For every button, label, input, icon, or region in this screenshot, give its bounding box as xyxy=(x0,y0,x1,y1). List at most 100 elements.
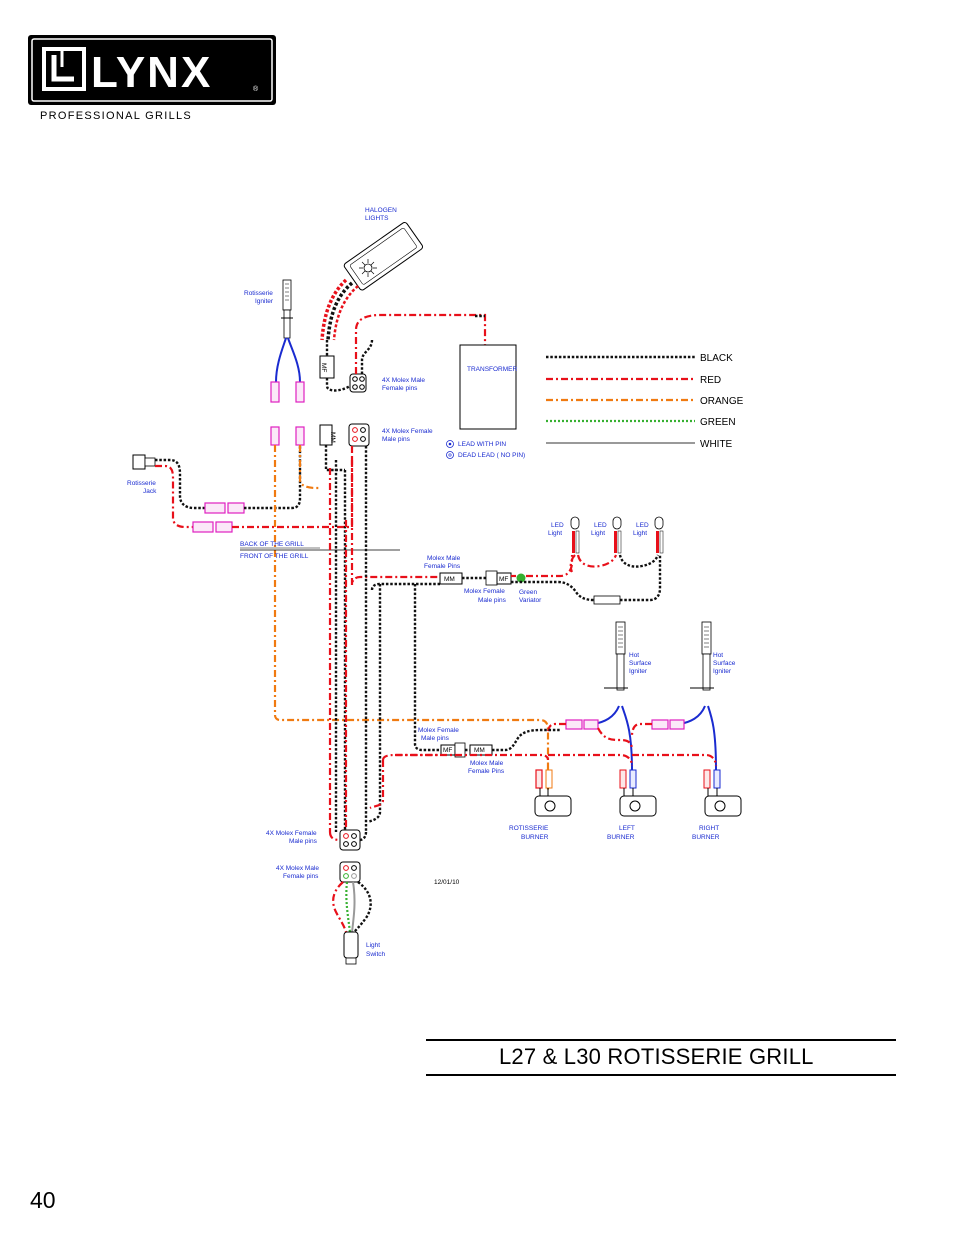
transformer: TRANSFORMER xyxy=(459,344,518,430)
brand-tagline: PROFESSIONAL GRILLS xyxy=(40,110,192,122)
svg-text:4X Molex Female: 4X Molex Female xyxy=(382,428,433,435)
led-light-2: LED Light xyxy=(591,516,622,554)
svg-text:Rotisserie: Rotisserie xyxy=(244,290,273,297)
svg-text:LYNX: LYNX xyxy=(91,48,212,97)
svg-text:Molex Female: Molex Female xyxy=(464,588,505,595)
svg-text:Molex Female: Molex Female xyxy=(418,727,459,734)
svg-text:MF: MF xyxy=(320,363,327,372)
svg-text:Light: Light xyxy=(591,530,605,537)
svg-text:Male pins: Male pins xyxy=(289,838,318,845)
halogen-light: HALOGEN LIGHTS xyxy=(343,207,424,291)
molex-male-female-mid: MM Molex Male Female Pins xyxy=(424,555,463,585)
svg-text:Light: Light xyxy=(548,530,562,537)
rotisserie-jack: Rotisserie Jack xyxy=(127,454,157,495)
svg-text:HALOGEN: HALOGEN xyxy=(365,207,397,214)
svg-text:Molex Male: Molex Male xyxy=(470,760,504,767)
svg-text:Surface: Surface xyxy=(713,660,736,667)
pink-terminal xyxy=(270,426,280,446)
rotisserie-igniter: Rotisserie Igniter xyxy=(244,279,293,339)
molex-female-male-mid: MF Molex Female Male pins xyxy=(464,570,512,604)
svg-text:LEAD WITH PIN: LEAD WITH PIN xyxy=(458,441,506,448)
svg-text:MM: MM xyxy=(444,576,455,583)
svg-text:TRANSFORMER: TRANSFORMER xyxy=(467,366,518,373)
pink-terminal xyxy=(295,426,305,446)
svg-text:Male pins: Male pins xyxy=(382,436,411,443)
svg-text:Jack: Jack xyxy=(143,488,157,495)
svg-text:BURNER: BURNER xyxy=(692,834,720,841)
svg-text:Switch: Switch xyxy=(366,951,386,958)
svg-text:Light: Light xyxy=(633,530,647,537)
svg-text:Hot: Hot xyxy=(629,652,639,659)
svg-text:MF: MF xyxy=(443,747,452,754)
svg-text:MF: MF xyxy=(499,576,508,583)
svg-text:MM: MM xyxy=(329,432,336,443)
legend-red: RED xyxy=(700,375,721,386)
svg-text:BURNER: BURNER xyxy=(521,834,549,841)
wire-color-legend: BLACK RED ORANGE GREEN WHITE xyxy=(546,353,744,450)
svg-text:4X Molex Female: 4X Molex Female xyxy=(266,830,317,837)
svg-text:Molex Male: Molex Male xyxy=(427,555,461,562)
left-burner: LEFT BURNER xyxy=(607,769,657,841)
svg-text:Igniter: Igniter xyxy=(255,298,274,305)
svg-text:RIGHT: RIGHT xyxy=(699,825,719,832)
back-front-divider: BACK OF THE GRILL FRONT OF THE GRILL xyxy=(240,541,400,560)
hot-surface-igniter-left: Hot Surface Igniter xyxy=(604,621,652,691)
hot-surface-igniter-right: Hot Surface Igniter xyxy=(690,621,736,691)
svg-text:Female pins: Female pins xyxy=(283,873,319,880)
svg-text:Female Pins: Female Pins xyxy=(424,563,461,570)
svg-text:FRONT OF THE GRILL: FRONT OF THE GRILL xyxy=(240,553,309,560)
molex-4x-bottom-b: 4X Molex Male Female pins xyxy=(276,861,361,883)
svg-text:MM: MM xyxy=(474,747,485,754)
svg-text:Light: Light xyxy=(366,942,380,949)
svg-text:Igniter: Igniter xyxy=(713,668,732,675)
svg-text:Rotisserie: Rotisserie xyxy=(127,480,156,487)
svg-text:Male pins: Male pins xyxy=(421,735,450,742)
sun-icon xyxy=(359,259,377,277)
lynx-emblem-icon xyxy=(42,47,86,91)
right-burner: RIGHT BURNER xyxy=(692,769,742,841)
svg-text:Male pins: Male pins xyxy=(478,597,507,604)
svg-text:ROTISSERIE: ROTISSERIE xyxy=(509,825,549,832)
svg-text:BACK OF THE GRILL: BACK OF THE GRILL xyxy=(240,541,304,548)
svg-text:Female pins: Female pins xyxy=(382,385,418,392)
page-number: 40 xyxy=(30,1187,56,1213)
svg-text:LED: LED xyxy=(551,522,564,529)
svg-text:LED: LED xyxy=(594,522,607,529)
rotisserie-burner: ROTISSERIE BURNER xyxy=(509,769,572,841)
svg-text:LED: LED xyxy=(636,522,649,529)
svg-text:Surface: Surface xyxy=(629,660,652,667)
legend-white: WHITE xyxy=(700,439,733,450)
svg-text:LEFT: LEFT xyxy=(619,825,635,832)
molex-4x-top-a: 4X Molex Male Female pins xyxy=(349,373,425,393)
led-light-3: LED Light xyxy=(633,516,664,554)
legend-black: BLACK xyxy=(700,353,733,364)
svg-text:4X Molex Male: 4X Molex Male xyxy=(382,377,425,384)
legend-green: GREEN xyxy=(700,417,736,428)
led-light-1: LED Light xyxy=(548,516,580,554)
diagram-date: 12/01/10 xyxy=(434,879,460,886)
pink-terminal xyxy=(295,381,305,403)
pin-legend: LEAD WITH PIN DEAD LEAD ( NO PIN) xyxy=(446,440,525,459)
svg-text:DEAD LEAD ( NO PIN): DEAD LEAD ( NO PIN) xyxy=(458,452,525,459)
inline-fuse xyxy=(593,595,621,605)
green-variator xyxy=(516,573,526,583)
light-switch: Light Switch xyxy=(343,931,386,965)
molex-male-female-lower: MM Molex Male Female Pins xyxy=(468,744,505,775)
pink-terminal xyxy=(270,381,280,403)
page-title: L27 & L30 ROTISSERIE GRILL xyxy=(499,1044,814,1069)
title-block: L27 & L30 ROTISSERIE GRILL xyxy=(426,1039,896,1076)
svg-text:LIGHTS: LIGHTS xyxy=(365,215,389,222)
molex-4x-bottom-a: 4X Molex Female Male pins xyxy=(266,829,361,851)
svg-text:Hot: Hot xyxy=(713,652,723,659)
svg-text:Female Pins: Female Pins xyxy=(468,768,505,775)
lynx-logo: LYNX ® PROFESSIONAL GRILLS xyxy=(28,35,276,122)
svg-text:®: ® xyxy=(253,85,259,93)
svg-text:Igniter: Igniter xyxy=(629,668,648,675)
molex-4x-top-b: 4X Molex Female Male pins xyxy=(348,423,433,447)
svg-text:Green: Green xyxy=(519,589,537,596)
molex-female-male-lower: MF Molex Female Male pins xyxy=(418,727,466,758)
svg-text:BURNER: BURNER xyxy=(607,834,635,841)
legend-orange: ORANGE xyxy=(700,396,744,407)
svg-text:4X Molex Male: 4X Molex Male xyxy=(276,865,319,872)
